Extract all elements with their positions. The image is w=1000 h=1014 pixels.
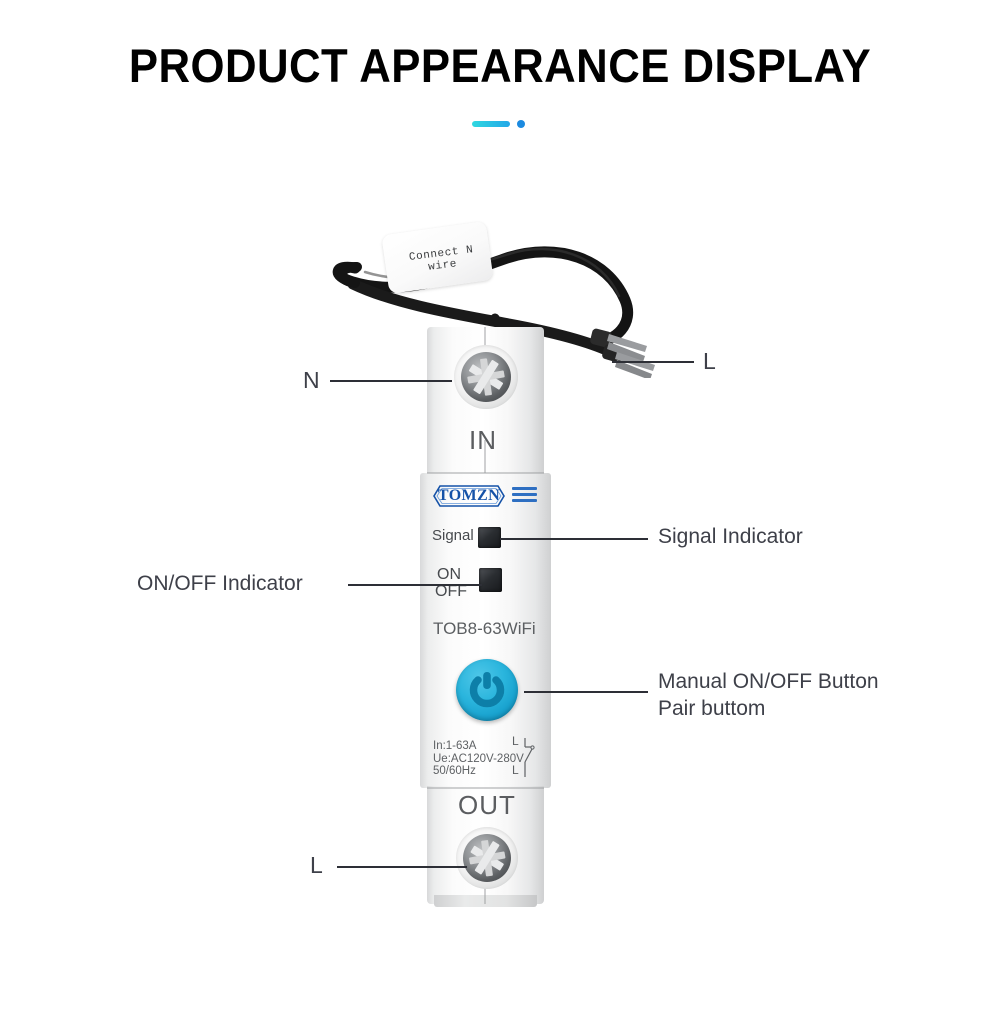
title-accent-decoration [472,119,528,129]
screw-slot [467,370,505,384]
callout-l-output: L [310,852,323,878]
body-seam-vertical-in [484,327,486,347]
input-terminal-screw [461,352,511,402]
wiring-diagram-label-bottom: L [512,763,519,777]
on-label: ON [437,566,461,583]
page-title: PRODUCT APPEARANCE DISPLAY [128,39,872,92]
callout-onoff-indicator-leader [348,584,482,586]
output-label: OUT [458,790,516,820]
callout-onoff-indicator: ON/OFF Indicator [137,572,303,595]
spec-frequency: 50/60Hz [433,765,476,778]
accent-dot [517,120,525,128]
neutral-wire-assembly [295,218,675,380]
callout-l-wire: L [703,348,716,374]
brand-name: TOMZN [437,487,501,504]
output-terminal-screw [463,834,511,882]
off-label: OFF [435,583,467,600]
device-main-body [420,473,551,788]
wiring-diagram-label-top: L [512,734,519,748]
device-din-foot [434,895,537,907]
callout-signal-indicator-leader [500,538,648,540]
manual-power-button[interactable] [456,659,518,721]
body-seam-bottom [427,787,544,789]
body-seam-top [427,472,544,474]
accent-bar [472,121,510,127]
onoff-indicator-window [479,568,502,592]
spec-voltage: Ue:AC120V-280V [433,752,524,765]
callout-manual-button: Manual ON/OFF Button Pair buttom [658,670,879,720]
brand-bars-icon [512,487,537,505]
spec-current: In:1-63A [433,740,477,752]
callout-n-terminal: N [303,367,320,393]
callout-n-terminal-leader [330,380,452,382]
signal-indicator-window [478,527,501,548]
power-icon [469,672,505,708]
screw-slot [468,851,506,865]
model-number: TOB8-63WiFi [433,619,536,638]
wiring-switch-diagram [524,738,535,777]
callout-signal-indicator: Signal Indicator [658,525,803,548]
brand-logo-frame [433,485,505,507]
specifications-block: In:1-63A Ue:AC120V-280V 50/60Hz [433,740,524,778]
screw-slot [481,839,493,877]
callout-manual-button-leader [524,691,648,693]
input-label: IN [469,425,497,455]
brand-logo: TOMZN [432,484,540,509]
body-seam-vertical-in-lower [484,440,486,473]
screw-slot [479,358,493,396]
callout-l-output-leader [337,866,467,868]
callout-l-wire-leader [612,361,694,363]
signal-indicator-label: Signal [432,527,474,544]
wire-svg [332,246,655,380]
